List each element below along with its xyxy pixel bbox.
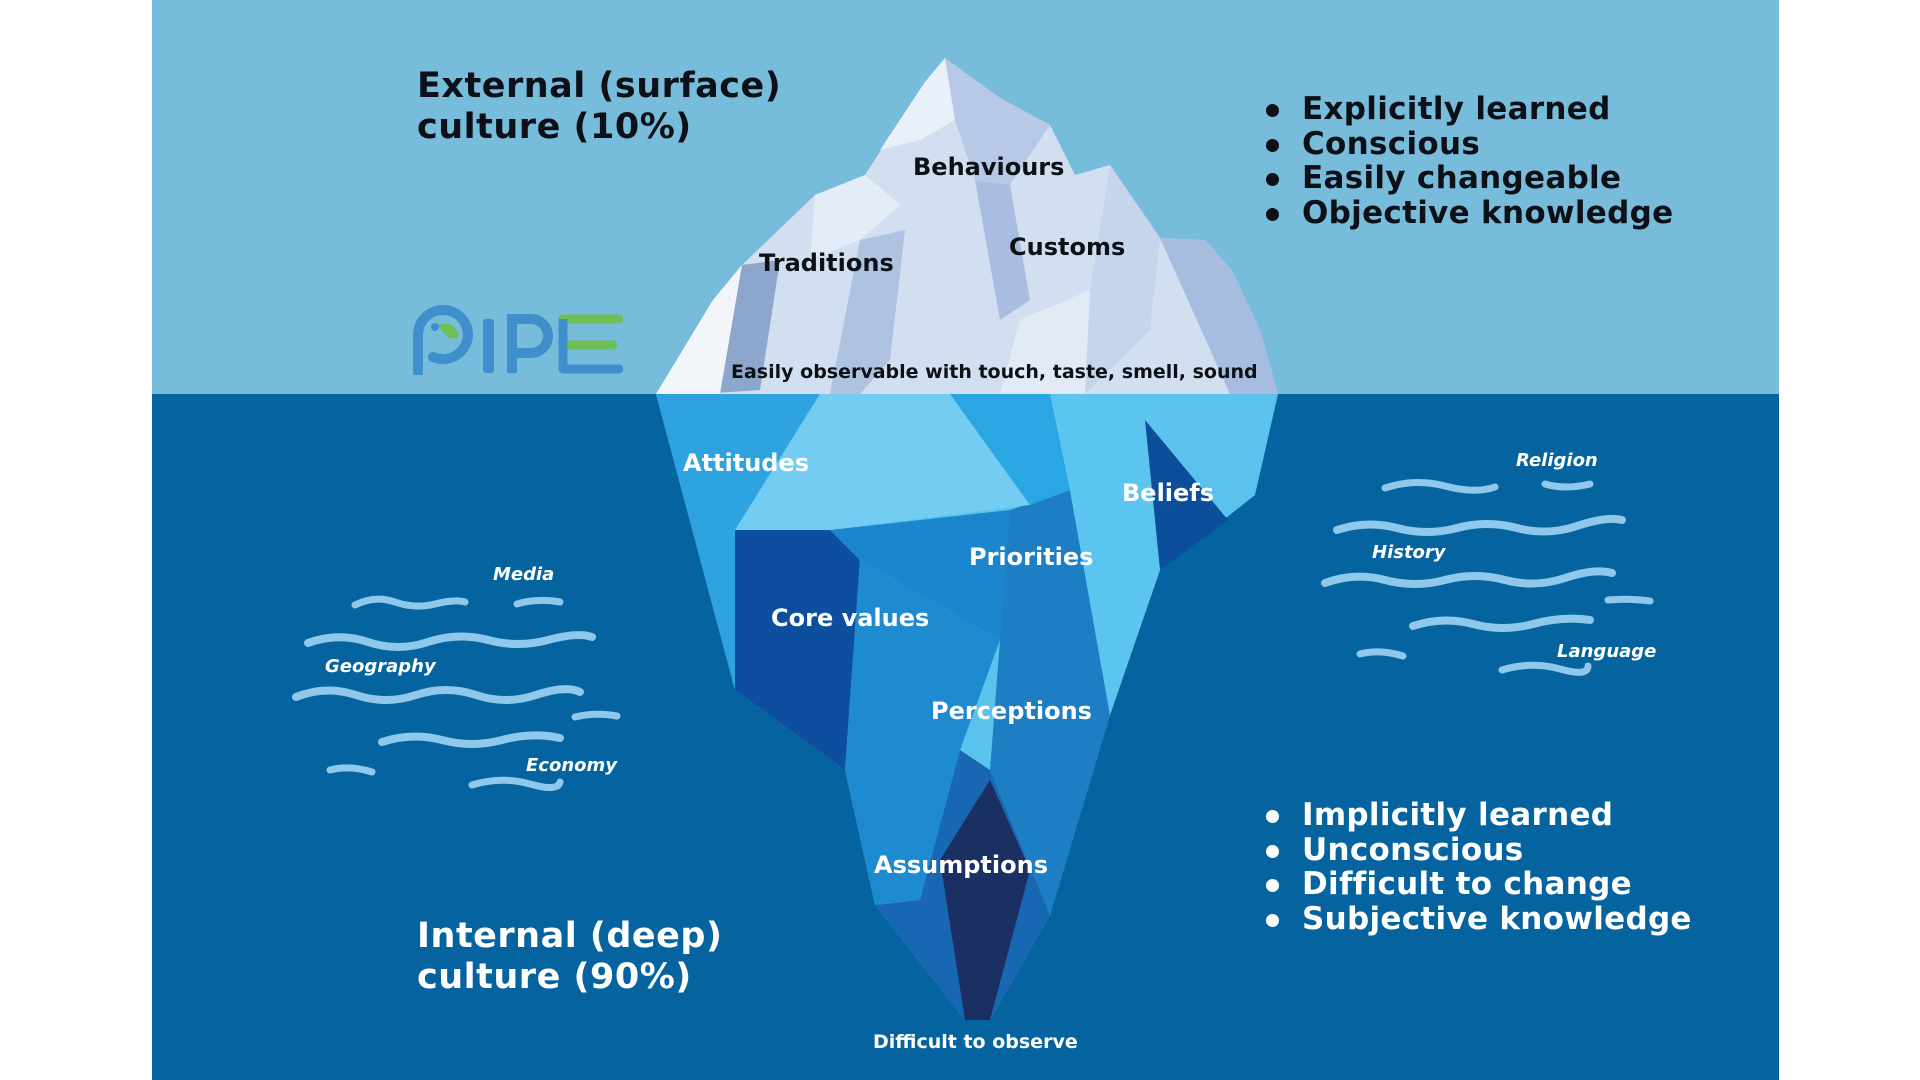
label-assumptions: Assumptions xyxy=(874,851,1048,879)
influence-media: Media xyxy=(493,564,555,585)
surface-heading-line2: culture (10%) xyxy=(417,107,692,147)
label-behaviours: Behaviours xyxy=(913,153,1065,181)
pipe-logo xyxy=(413,305,623,375)
pipe-logo-icon xyxy=(413,305,623,375)
deep-heading: Internal (deep) culture (90%) xyxy=(417,916,722,998)
deep-characteristic: Difficult to change xyxy=(1266,867,1692,902)
surface-characteristics-list: Explicitly learned Conscious Easily chan… xyxy=(1266,92,1673,230)
deep-characteristic: Subjective knowledge xyxy=(1266,901,1692,937)
surface-characteristic: Objective knowledge xyxy=(1266,195,1673,231)
deep-characteristic: Unconscious xyxy=(1266,832,1692,868)
influence-economy: Economy xyxy=(526,755,618,776)
surface-characteristic: Explicitly learned xyxy=(1266,92,1673,127)
surface-characteristic: Conscious xyxy=(1266,126,1673,162)
influence-history: History xyxy=(1372,542,1446,563)
deep-heading-line1: Internal (deep) xyxy=(417,916,723,956)
influence-geography: Geography xyxy=(325,656,436,677)
surface-characteristic: Easily changeable xyxy=(1266,161,1673,196)
deep-characteristics-list: Implicitly learned Unconscious Difficult… xyxy=(1266,798,1692,936)
label-customs: Customs xyxy=(1009,233,1126,261)
label-beliefs: Beliefs xyxy=(1122,479,1215,507)
waves-right xyxy=(1321,479,1654,676)
surface-heading: External (surface) culture (10%) xyxy=(417,66,781,148)
waves-left xyxy=(292,595,621,791)
label-traditions: Traditions xyxy=(759,249,894,277)
influence-language: Language xyxy=(1557,641,1657,662)
iceberg-base xyxy=(656,394,1278,1020)
surface-observability-note: Easily observable with touch, taste, sme… xyxy=(731,361,1258,383)
label-core-values: Core values xyxy=(771,604,930,632)
label-priorities: Priorities xyxy=(969,543,1094,571)
deep-characteristic: Implicitly learned xyxy=(1266,798,1692,833)
deep-observability-note: Difficult to observe xyxy=(873,1031,1078,1053)
iceberg-tip xyxy=(656,58,1278,394)
label-attitudes: Attitudes xyxy=(683,449,810,477)
influence-religion: Religion xyxy=(1516,450,1598,471)
deep-heading-line2: culture (90%) xyxy=(417,957,692,997)
surface-heading-line1: External (surface) xyxy=(417,66,782,106)
label-perceptions: Perceptions xyxy=(931,697,1092,725)
